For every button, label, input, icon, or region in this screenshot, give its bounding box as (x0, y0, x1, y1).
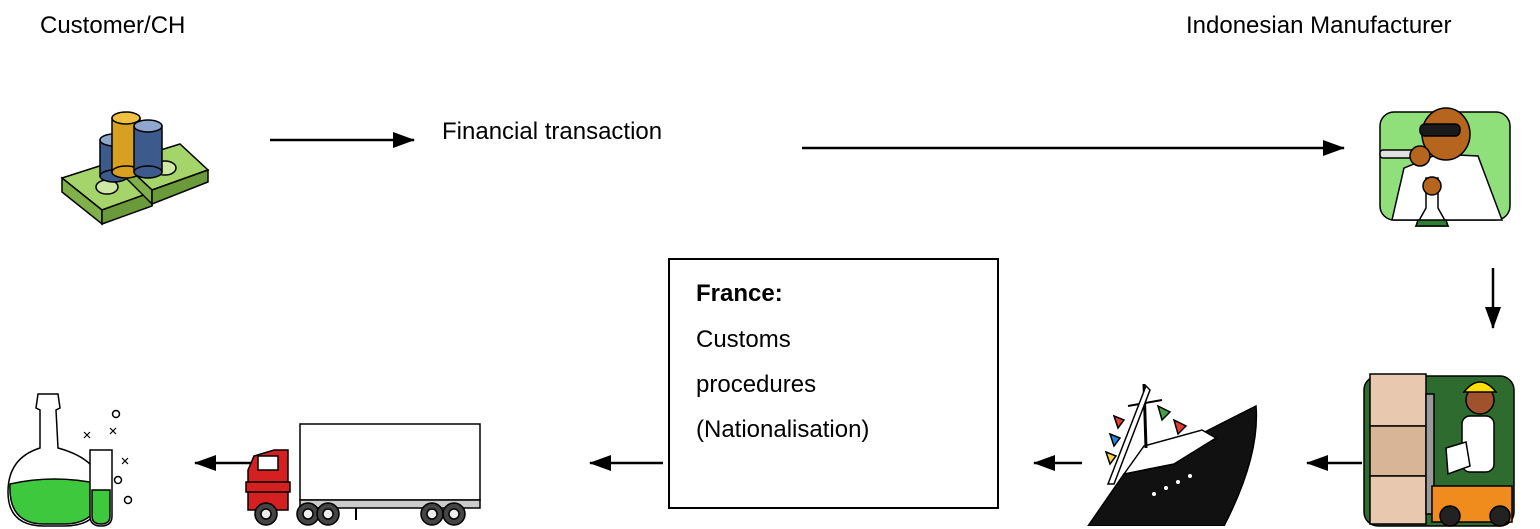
manufacturer-label: Indonesian Manufacturer (1186, 12, 1452, 39)
financial-transaction-label: Financial transaction (442, 118, 663, 145)
truck-icon (245, 423, 481, 526)
scientist-icon (1379, 107, 1511, 227)
customer-label: Customer/CH (40, 12, 186, 39)
ship-icon (1087, 383, 1258, 526)
forklift-worker-icon (1363, 373, 1515, 527)
customs-line-2: procedures (696, 371, 817, 398)
customs-country: France: (696, 280, 783, 307)
customs-box: France: Customs procedures (Nationalisat… (668, 258, 999, 509)
flask-icon (7, 393, 133, 527)
money-icon (60, 111, 210, 226)
customs-line-3: (Nationalisation) (696, 416, 870, 443)
customs-line-1: Customs (696, 326, 791, 353)
